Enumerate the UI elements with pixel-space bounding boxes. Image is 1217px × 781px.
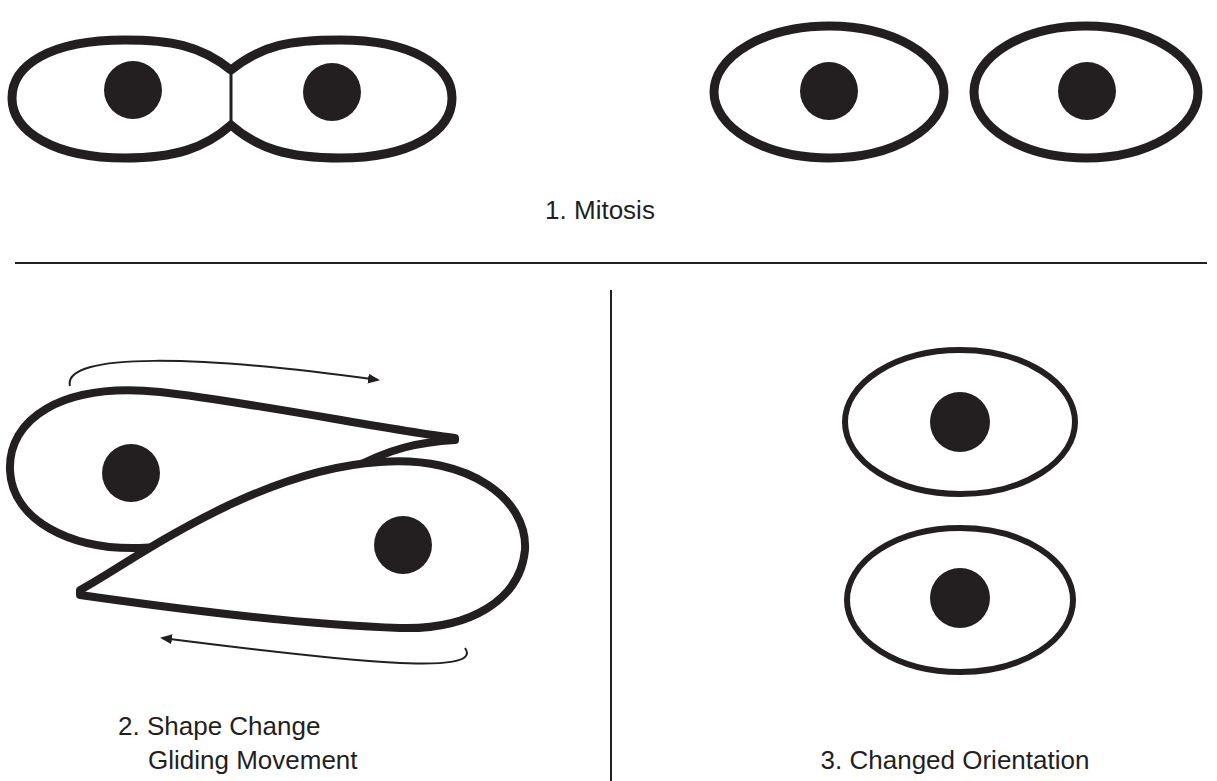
reoriented-cell	[847, 528, 1073, 672]
cleavage-line	[230, 72, 233, 123]
motion-arrow	[70, 361, 378, 386]
panel-label: 3. Changed Orientation	[755, 743, 1155, 777]
motion-arrow	[162, 638, 467, 663]
nucleus	[800, 62, 858, 120]
nucleus	[104, 61, 162, 119]
daughter-cell	[974, 26, 1198, 158]
nucleus	[102, 444, 160, 502]
nucleus	[303, 63, 361, 121]
nucleus	[930, 392, 990, 452]
nucleus	[1058, 62, 1116, 120]
panel-label: 1. Mitosis	[450, 193, 750, 227]
nucleus	[930, 568, 990, 628]
divider-line	[15, 262, 1207, 264]
panel-label: 2. Shape Change Gliding Movement	[118, 709, 398, 777]
dividing-cell	[12, 40, 452, 158]
reoriented-cell	[845, 350, 1075, 494]
nucleus	[374, 516, 432, 574]
daughter-cell	[714, 26, 944, 158]
divider-line	[610, 290, 612, 781]
